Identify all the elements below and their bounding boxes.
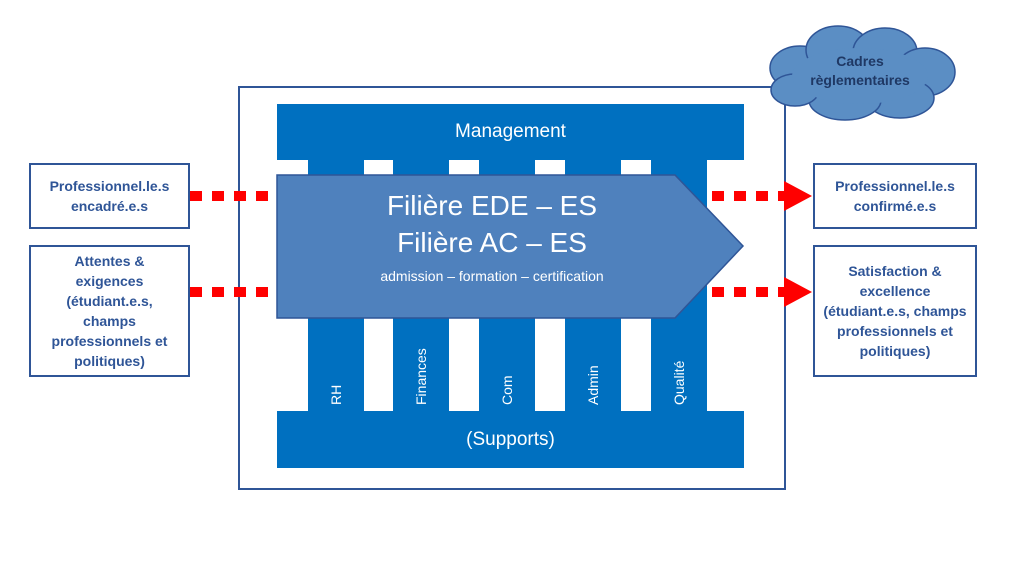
output-arrowhead-2 (784, 277, 812, 307)
chevron-title-ac: Filière AC – ES (397, 227, 587, 258)
input-box-attentes: Attentes & exigences (étudiant.e.s, cham… (29, 245, 190, 377)
output-arrow-line-2 (712, 287, 784, 297)
input-arrow-line-1 (190, 191, 278, 201)
output-box-confirmes: Professionnel.le.s confirmé.e.s (813, 163, 977, 229)
chevron-title-ede: Filière EDE – ES (386, 190, 598, 221)
chevron-subtitle: admission – formation – certification (380, 268, 604, 284)
cloud-label: Cadres règlementaires (810, 53, 910, 88)
input-box-encadres: Professionnel.le.s encadré.e.s (29, 163, 190, 229)
supports-band: (Supports) (277, 411, 744, 468)
management-band: Management (277, 104, 744, 160)
input-arrow-line-2 (190, 287, 278, 297)
output-arrowhead-1 (784, 181, 812, 211)
output-box-satisfaction: Satisfaction & excellence (étudiant.e.s,… (813, 245, 977, 377)
output-arrow-line-1 (712, 191, 784, 201)
